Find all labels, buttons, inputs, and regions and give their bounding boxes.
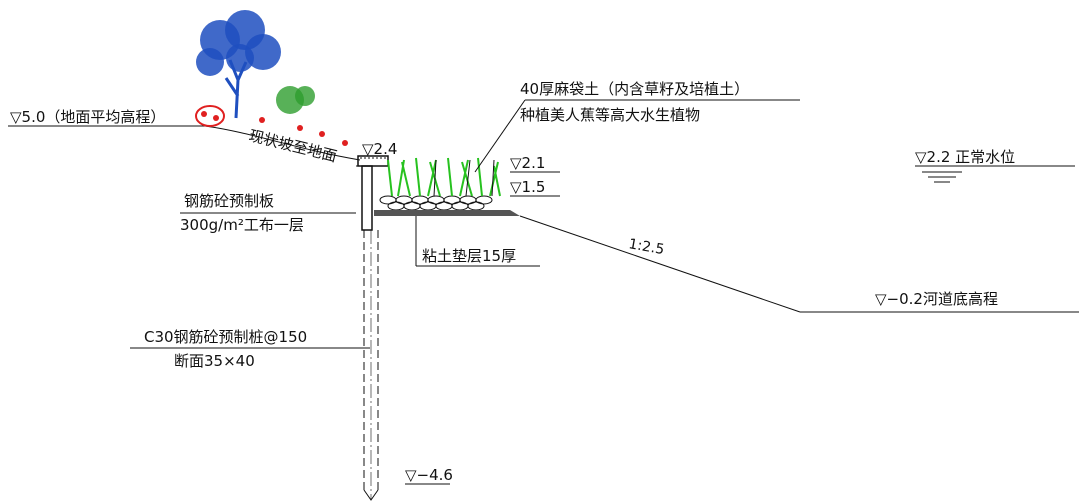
clay-cushion xyxy=(374,210,520,216)
aquatic-plants-icon xyxy=(387,157,501,197)
riverbed-slope xyxy=(519,215,801,313)
elevation-21-label: ▽2.1 xyxy=(510,154,545,172)
pile-bottom-elevation-label: ▽−4.6 xyxy=(405,466,453,484)
plants-label: 种植美人蕉等高大水生植物 xyxy=(520,106,700,124)
elevation-15-label: ▽1.5 xyxy=(510,178,545,196)
pile xyxy=(363,230,379,501)
shrub-icon xyxy=(195,86,348,146)
ground-elevation-label: ▽5.0（地面平均高程） xyxy=(10,108,165,126)
soil-bags xyxy=(379,195,493,211)
slope-ratio-label: 1:2.5 xyxy=(627,236,665,258)
pile-label: C30钢筋砼预制桩@150 xyxy=(144,328,307,346)
normal-water-level-label: ▽2.2 正常水位 xyxy=(915,148,1015,166)
bag-soil-label: 40厚麻袋土（内含草籽及培植土） xyxy=(520,80,749,98)
precast-slab xyxy=(361,165,373,231)
precast-slab-label: 钢筋砼预制板 xyxy=(184,192,274,210)
geotextile-label: 300g/m²工布一层 xyxy=(180,216,304,234)
existing-slope-line xyxy=(204,125,361,161)
clay-cushion-label: 粘土垫层15厚 xyxy=(422,247,516,265)
tree-icon xyxy=(196,10,281,119)
slope-to-ground-label: 现状坡至地面 xyxy=(247,126,339,165)
pile-section-label: 断面35×40 xyxy=(174,352,255,370)
leader-bag-soil xyxy=(474,99,526,173)
riverbed-elevation-label: ▽−0.2河道底高程 xyxy=(875,290,998,308)
top-elevation-label: ▽2.4 xyxy=(362,140,397,158)
